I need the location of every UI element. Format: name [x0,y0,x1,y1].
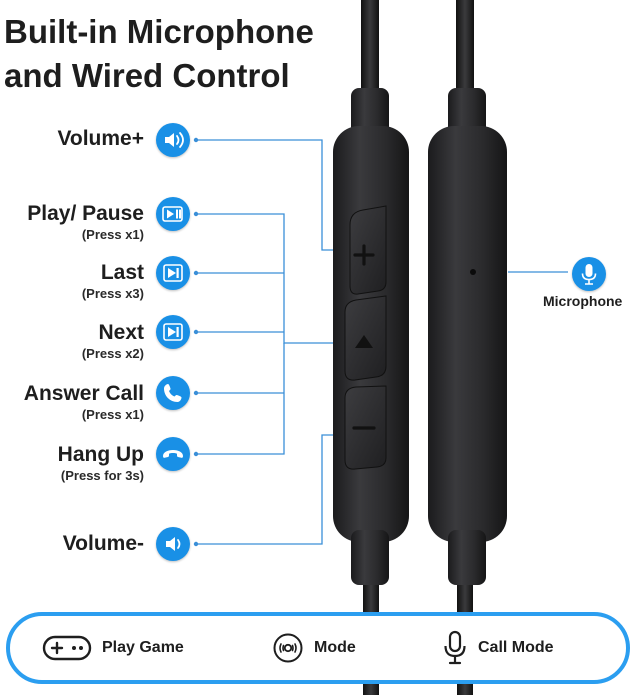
mode-bar: Play Game Mode Call Mode [6,612,630,684]
control-label: Answer Call [23,382,144,405]
control-label: Volume+ [57,127,144,150]
control-sub: (Press x2) [81,346,144,361]
mode-label: Call Mode [478,639,554,656]
label-answer-call: Answer Call (Press x1) [24,382,144,423]
mode-label: Play Game [102,639,184,656]
control-sub: (Press x3) [81,286,144,301]
volume-down-icon [156,527,190,561]
control-label: Hang Up [57,443,144,466]
label-volume-down: Volume- [63,532,144,556]
last-skip-icon [156,256,190,290]
mode-mode: Mode [272,616,356,680]
label-volume-up: Volume+ [57,127,144,151]
callout-lines [196,139,568,545]
page-title: Built-in Microphone and Wired Control [4,10,314,98]
title-line-2: and Wired Control [4,57,290,94]
microphone-outline-icon [444,630,466,665]
mode-label: Mode [314,639,356,656]
label-last: Last (Press x3) [82,261,144,302]
play-button[interactable] [344,295,387,381]
microphone-icon [572,257,606,291]
volume-up-button[interactable] [349,205,387,295]
label-next: Next (Press x2) [82,321,144,362]
label-hang-up: Hang Up (Press for 3s) [58,443,144,484]
hang-up-icon [156,437,190,471]
left-cable-top [361,0,379,95]
volume-up-icon [156,123,190,157]
control-label: Next [98,321,144,344]
mode-play-game: Play Game [42,616,184,680]
mode-disc-icon [273,633,303,663]
control-label: Volume- [62,532,144,555]
control-sub: (Press x1) [81,407,144,422]
volume-down-button[interactable] [344,385,387,470]
control-sub: (Press for 3s) [60,468,144,483]
control-label: Play/ Pause [27,202,144,225]
microphone-label: Microphone [543,293,623,309]
phone-icon [156,376,190,410]
control-sub: (Press x1) [81,227,144,242]
callout-dots [193,137,199,547]
play-pause-icon [156,197,190,231]
microphone-body [428,88,507,585]
control-label: Last [100,261,144,284]
right-cable-top [456,0,474,95]
label-play-pause: Play/ Pause (Press x1) [27,202,144,243]
title-line-1: Built-in Microphone [4,13,314,50]
mode-call: Call Mode [442,616,554,680]
gamepad-icon [42,635,92,661]
next-skip-icon [156,315,190,349]
